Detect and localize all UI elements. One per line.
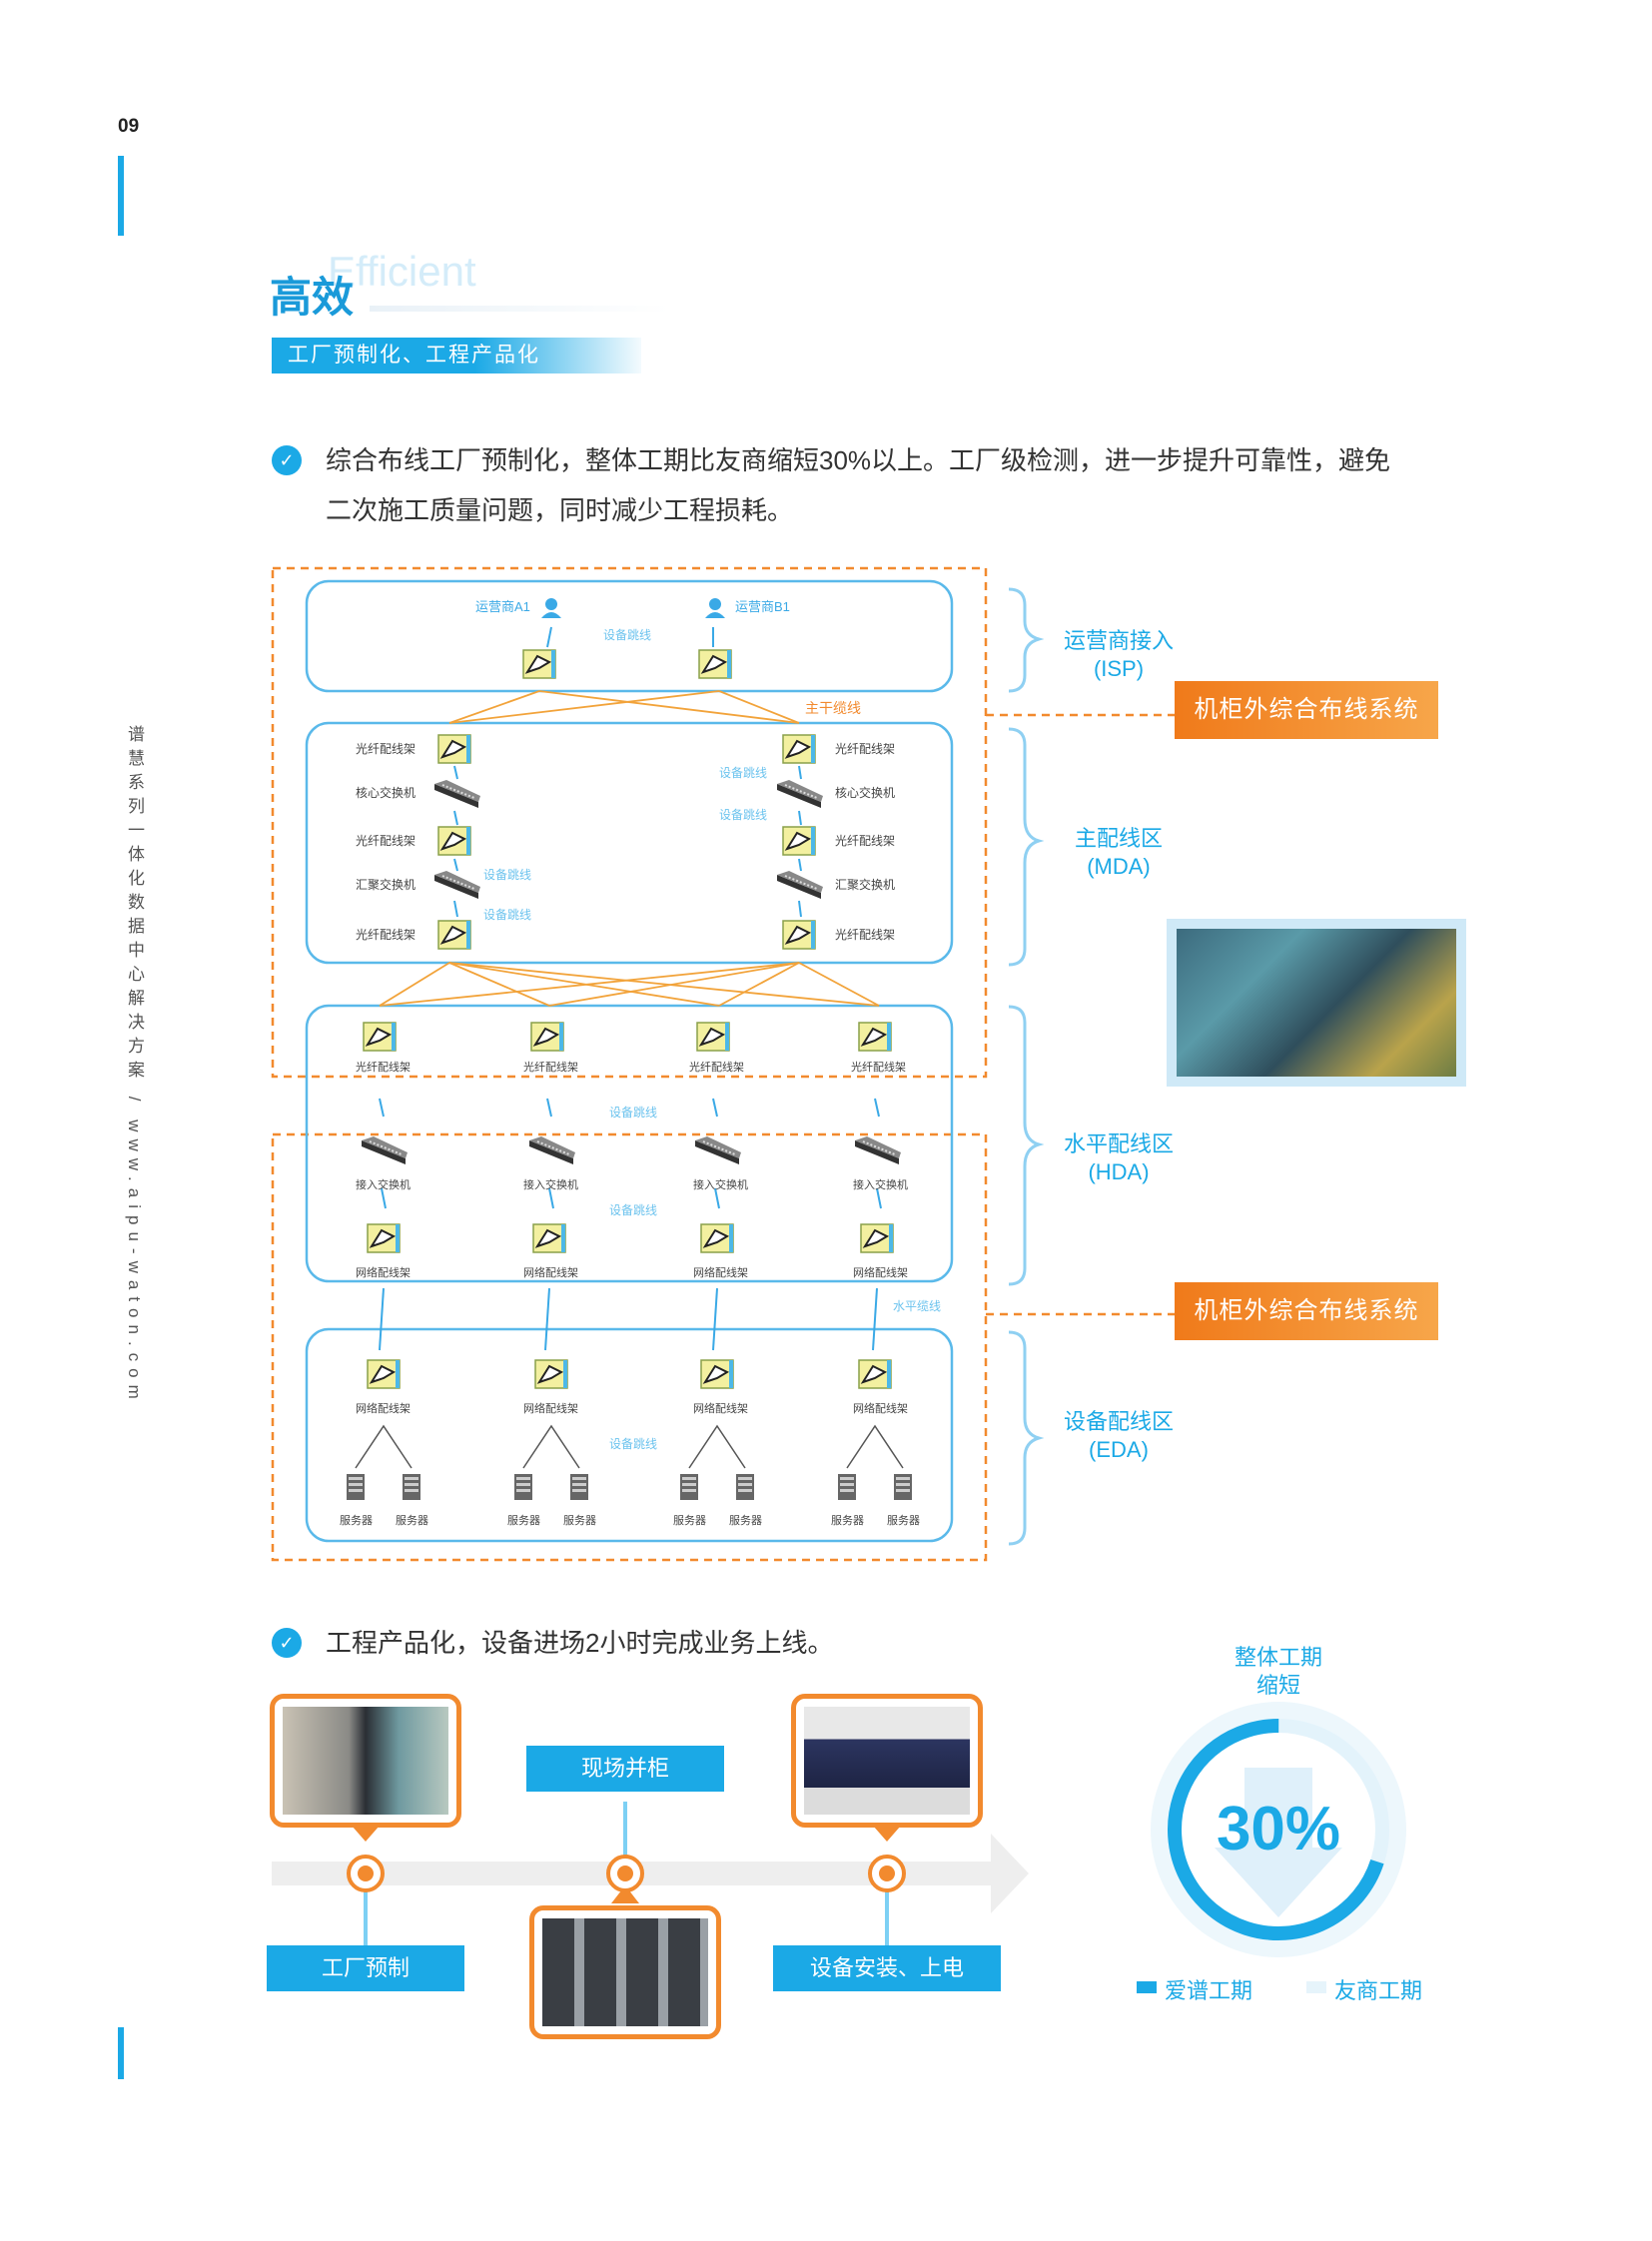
- isp-patch-label: 设备跳线: [603, 628, 651, 642]
- zone-isp: 运营商接入(ISP): [1063, 628, 1174, 681]
- hda-panel-2: 网络配线架: [523, 1265, 578, 1279]
- mda-right-row-4: 汇聚交换机: [835, 877, 895, 892]
- cable-photo: [1167, 919, 1466, 1087]
- heading-background-word: Efficient: [328, 248, 476, 295]
- isp-carrier-b: 运营商B1: [735, 599, 790, 614]
- factory-image-card: [270, 1694, 461, 1828]
- zone-hda: 水平配线区(HDA): [1063, 1131, 1174, 1184]
- timeline-node-3: [868, 1855, 906, 1892]
- cable-photo-image: [1177, 929, 1456, 1077]
- zone-mda: 主配线区(MDA): [1074, 826, 1163, 879]
- server-label-1: 服务器: [340, 1514, 373, 1527]
- gauge-title: 整体工期缩短: [1234, 1645, 1322, 1698]
- server-label-3: 服务器: [507, 1514, 540, 1527]
- mda-patch-3: 设备跳线: [483, 868, 531, 882]
- mda-patch-4: 设备跳线: [483, 908, 531, 922]
- mda-right-row-5: 光纤配线架: [835, 928, 895, 942]
- hda-switch-1: 接入交换机: [356, 1177, 411, 1191]
- eda-patch-label: 设备跳线: [609, 1437, 657, 1451]
- zone-eda: 设备配线区(EDA): [1063, 1409, 1174, 1462]
- gauge-chart: 30%: [1151, 1702, 1406, 1957]
- server-label-4: 服务器: [563, 1514, 596, 1527]
- legend-swatch-aipu: [1137, 1981, 1157, 1993]
- eda-panel-3: 网络配线架: [693, 1401, 748, 1415]
- hda-top-3: 光纤配线架: [689, 1060, 744, 1074]
- server-label-7: 服务器: [831, 1514, 864, 1527]
- legend-label-aipu: 爱谱工期: [1165, 1978, 1253, 2003]
- step-onsite: 现场并柜: [526, 1746, 724, 1792]
- hda-switch-3: 接入交换机: [693, 1177, 748, 1191]
- hda-top-4: 光纤配线架: [851, 1060, 906, 1074]
- eda-panel-1: 网络配线架: [356, 1401, 411, 1415]
- eda-panel-4: 网络配线架: [853, 1401, 908, 1415]
- isp-carrier-a: 运营商A1: [475, 599, 530, 614]
- onsite-image: [542, 1918, 708, 2026]
- hda-switch-4: 接入交换机: [853, 1177, 908, 1191]
- mda-patch-1: 设备跳线: [719, 766, 767, 780]
- outside-cabinet-tag-1: 机柜外综合布线系统: [1175, 681, 1438, 739]
- legend-label-competitor: 友商工期: [1334, 1978, 1423, 2003]
- server-label-5: 服务器: [673, 1514, 706, 1527]
- mda-left-row-1: 光纤配线架: [356, 742, 415, 756]
- hda-switch-2: 接入交换机: [523, 1177, 578, 1191]
- gauge-value: 30%: [1217, 1795, 1340, 1864]
- step-install: 设备安装、上电: [773, 1945, 1001, 1991]
- install-image: [804, 1707, 970, 1815]
- check-icon: ✓: [272, 1628, 302, 1658]
- mda-right-row-3: 光纤配线架: [835, 834, 895, 848]
- mda-left-row-2: 核心交换机: [356, 785, 415, 800]
- install-image-card: [791, 1694, 983, 1828]
- timeline-node-1: [347, 1855, 385, 1892]
- hda-top-2: 光纤配线架: [523, 1060, 578, 1074]
- hda-panel-3: 网络配线架: [693, 1265, 748, 1279]
- timeline-node-2: [606, 1855, 644, 1892]
- mda-right-row-1: 光纤配线架: [835, 742, 895, 756]
- mda-right-row-2: 核心交换机: [835, 785, 895, 800]
- outside-cabinet-tag-2: 机柜外综合布线系统: [1175, 1282, 1438, 1340]
- point-1-text: 综合布线工厂预制化，整体工期比友商缩短30%以上。工厂级检测，进一步提升可靠性，…: [326, 445, 1391, 525]
- onsite-image-card: [529, 1905, 721, 2039]
- gauge-arc: [1168, 1719, 1389, 1940]
- accent-bar-top: [118, 156, 124, 236]
- server-label-2: 服务器: [396, 1514, 428, 1527]
- horizontal-cable-label: 水平缆线: [893, 1299, 941, 1313]
- accent-bar-bottom: [118, 2027, 124, 2079]
- page-title: 高效: [270, 274, 355, 321]
- sidebar-caption: 谱慧系列一体化数据中心解决方案 / www.aipu-waton.com: [125, 725, 144, 1406]
- legend-swatch-competitor: [1306, 1981, 1326, 1993]
- mda-left-row-5: 光纤配线架: [356, 928, 415, 942]
- cabling-diagram: 运营商A1 运营商B1 设备跳线 主干缆线 光纤配线架 核心交换机 光纤配线架 …: [271, 566, 1175, 1562]
- check-icon: ✓: [272, 445, 302, 475]
- hda-top-1: 光纤配线架: [356, 1060, 411, 1074]
- mda-patch-2: 设备跳线: [719, 808, 767, 822]
- subtitle-band: 工厂预制化、工程产品化: [272, 338, 641, 374]
- hda-panel-4: 网络配线架: [853, 1265, 908, 1279]
- hda-patch-2: 设备跳线: [609, 1203, 657, 1217]
- backbone-label: 主干缆线: [805, 700, 861, 716]
- page-number: 09: [118, 116, 140, 137]
- hda-patch-1: 设备跳线: [609, 1106, 657, 1120]
- hda-panel-1: 网络配线架: [356, 1265, 411, 1279]
- eda-panel-2: 网络配线架: [523, 1401, 578, 1415]
- point-2-text: 工程产品化，设备进场2小时完成业务上线。: [326, 1628, 834, 1658]
- server-label-8: 服务器: [887, 1514, 920, 1527]
- server-label-6: 服务器: [729, 1514, 762, 1527]
- factory-image: [283, 1707, 448, 1815]
- step-factory: 工厂预制: [267, 1945, 464, 1991]
- heading-underline: [370, 306, 669, 312]
- mda-left-row-4: 汇聚交换机: [356, 877, 415, 892]
- mda-left-row-3: 光纤配线架: [356, 834, 415, 848]
